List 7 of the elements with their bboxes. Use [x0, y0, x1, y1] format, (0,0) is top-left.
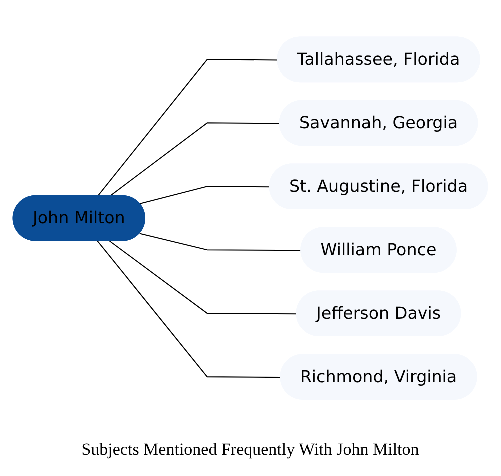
caption: Subjects Mentioned Frequently With John Milton — [80, 440, 420, 460]
connector — [110, 122, 280, 197]
connector — [97, 58, 278, 196]
connector — [110, 240, 298, 314]
connector — [140, 186, 270, 204]
connector — [97, 240, 282, 378]
connector — [140, 232, 302, 251]
